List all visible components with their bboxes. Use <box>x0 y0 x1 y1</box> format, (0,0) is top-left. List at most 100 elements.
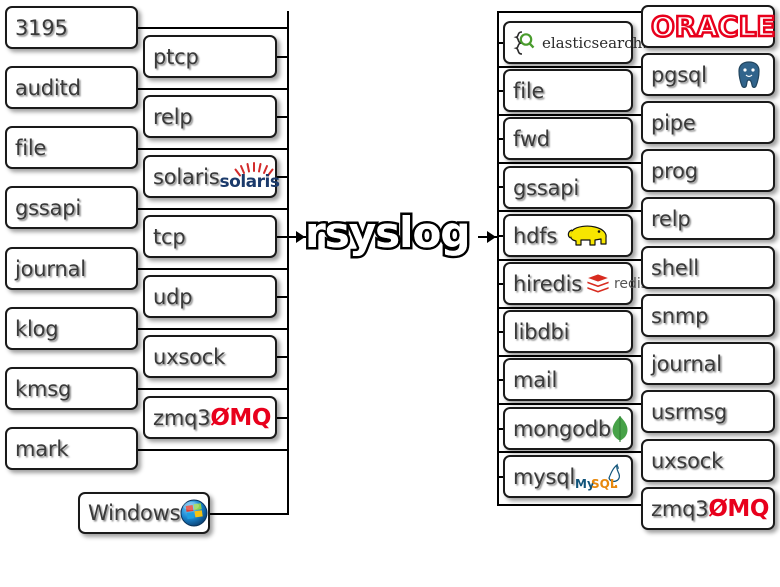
right-branch <box>497 355 643 357</box>
input-node-gssapi[interactable]: gssapi <box>5 186 138 229</box>
input-node-mark[interactable]: mark <box>5 427 138 470</box>
output-node-zmq3[interactable]: zmq3 ØMQ <box>641 487 775 530</box>
node-label: hdfs <box>513 223 558 248</box>
input-node-auditd[interactable]: auditd <box>5 66 138 109</box>
node-label: journal <box>15 256 86 281</box>
left-stub <box>275 417 289 419</box>
right-branch <box>497 259 643 261</box>
node-label: gssapi <box>513 175 580 200</box>
node-label: ptcp <box>153 44 199 69</box>
output-node-prog[interactable]: prog <box>641 149 775 192</box>
svg-text:SQL: SQL <box>591 477 618 491</box>
output-node-uxsock[interactable]: uxsock <box>641 439 775 482</box>
input-node-relp[interactable]: relp <box>143 95 277 138</box>
input-node-file[interactable]: file <box>5 126 138 169</box>
output-node-pgsql[interactable]: pgsql <box>641 53 775 96</box>
node-label: uxsock <box>651 448 724 473</box>
node-label: solaris <box>153 164 220 189</box>
node-label: auditd <box>15 75 81 100</box>
input-node-uxsock[interactable]: uxsock <box>143 335 277 378</box>
node-label: kmsg <box>15 376 72 401</box>
left-branch <box>137 388 289 390</box>
redis-logo-icon <box>585 273 610 295</box>
solaris-logo-icon: solaris <box>219 161 282 192</box>
node-label: shell <box>651 255 699 280</box>
right-branch <box>497 403 643 405</box>
left-stub <box>275 356 289 358</box>
node-label: hiredis <box>513 271 582 296</box>
output-node-snmp[interactable]: snmp <box>641 294 775 337</box>
input-node-zmq3[interactable]: zmq3 ØMQ <box>143 396 277 439</box>
zeromq-logo-icon: ØMQ <box>210 404 271 431</box>
node-label: usrmsg <box>651 399 728 424</box>
node-label: mysql <box>513 464 575 489</box>
mysql-logo-icon: My SQL <box>575 462 629 492</box>
node-label: mail <box>513 367 558 392</box>
output-node-hdfs[interactable]: hdfs <box>503 214 633 257</box>
node-label: mark <box>15 436 69 461</box>
right-arrowhead <box>487 231 496 243</box>
left-branch <box>137 328 289 330</box>
input-node-ptcp[interactable]: ptcp <box>143 35 277 78</box>
output-node-elasticsearch[interactable]: elasticsearch. <box>503 21 647 64</box>
input-node-3195[interactable]: 3195 <box>5 6 138 49</box>
output-node-gssapi[interactable]: gssapi <box>503 166 633 209</box>
output-node-fwd[interactable]: fwd <box>503 117 633 160</box>
node-label: tcp <box>153 224 186 249</box>
solaris-wordmark: solaris <box>219 171 280 192</box>
node-label: fwd <box>513 126 550 151</box>
input-node-tcp[interactable]: tcp <box>143 215 277 258</box>
left-branch <box>137 148 289 150</box>
node-label: zmq3 <box>651 496 709 521</box>
input-node-kmsg[interactable]: kmsg <box>5 367 138 410</box>
output-node-relp[interactable]: relp <box>641 197 775 240</box>
left-branch <box>137 449 289 451</box>
right-branch <box>497 210 643 212</box>
left-arrowhead <box>296 231 305 243</box>
input-node-journal[interactable]: journal <box>5 247 138 290</box>
output-node-mail[interactable]: mail <box>503 358 633 401</box>
output-node-hiredis[interactable]: hiredis redis <box>503 262 648 305</box>
output-node-libdbi[interactable]: libdbi <box>503 310 633 353</box>
input-node-udp[interactable]: udp <box>143 275 277 318</box>
node-label: snmp <box>651 303 709 328</box>
input-node-windows[interactable]: Windows <box>78 492 210 534</box>
node-label: file <box>513 78 545 103</box>
node-label: file <box>15 135 47 160</box>
output-node-mysql[interactable]: mysql My SQL <box>503 455 633 498</box>
left-branch <box>137 268 289 270</box>
input-node-solaris[interactable]: solaris solaris <box>143 155 280 198</box>
hadoop-logo-icon <box>565 220 613 252</box>
center-label-outline: rsyslog <box>302 206 472 260</box>
output-node-pipe[interactable]: pipe <box>641 101 775 144</box>
postgresql-logo-icon <box>734 60 764 90</box>
node-label: Windows <box>88 501 181 525</box>
windows-logo-icon <box>180 499 208 527</box>
redis-wordmark: redis <box>613 275 649 292</box>
left-stub <box>275 296 289 298</box>
output-node-oracle[interactable]: ORACLE <box>641 5 777 48</box>
zeromq-logo-icon: ØMQ <box>708 495 769 522</box>
left-stub <box>275 116 289 118</box>
node-label: uxsock <box>153 344 226 369</box>
node-label: zmq3 <box>153 405 211 430</box>
node-label: elasticsearch. <box>542 33 648 52</box>
left-branch-windows <box>210 513 289 515</box>
input-node-klog[interactable]: klog <box>5 307 138 350</box>
left-branch <box>137 27 289 29</box>
output-node-shell[interactable]: shell <box>641 246 775 289</box>
elasticsearch-logo-icon <box>513 30 537 56</box>
node-label: gssapi <box>15 195 82 220</box>
left-stub <box>275 56 289 58</box>
right-branch <box>497 504 643 506</box>
mongodb-logo-icon <box>611 415 629 443</box>
node-label: pgsql <box>651 62 707 87</box>
output-node-journal[interactable]: journal <box>641 342 775 385</box>
left-trunk-line <box>287 11 289 514</box>
node-label: relp <box>153 104 193 129</box>
output-node-file[interactable]: file <box>503 69 633 112</box>
node-label: klog <box>15 316 59 341</box>
output-node-mongodb[interactable]: mongodb <box>503 407 633 450</box>
output-node-usrmsg[interactable]: usrmsg <box>641 390 775 433</box>
